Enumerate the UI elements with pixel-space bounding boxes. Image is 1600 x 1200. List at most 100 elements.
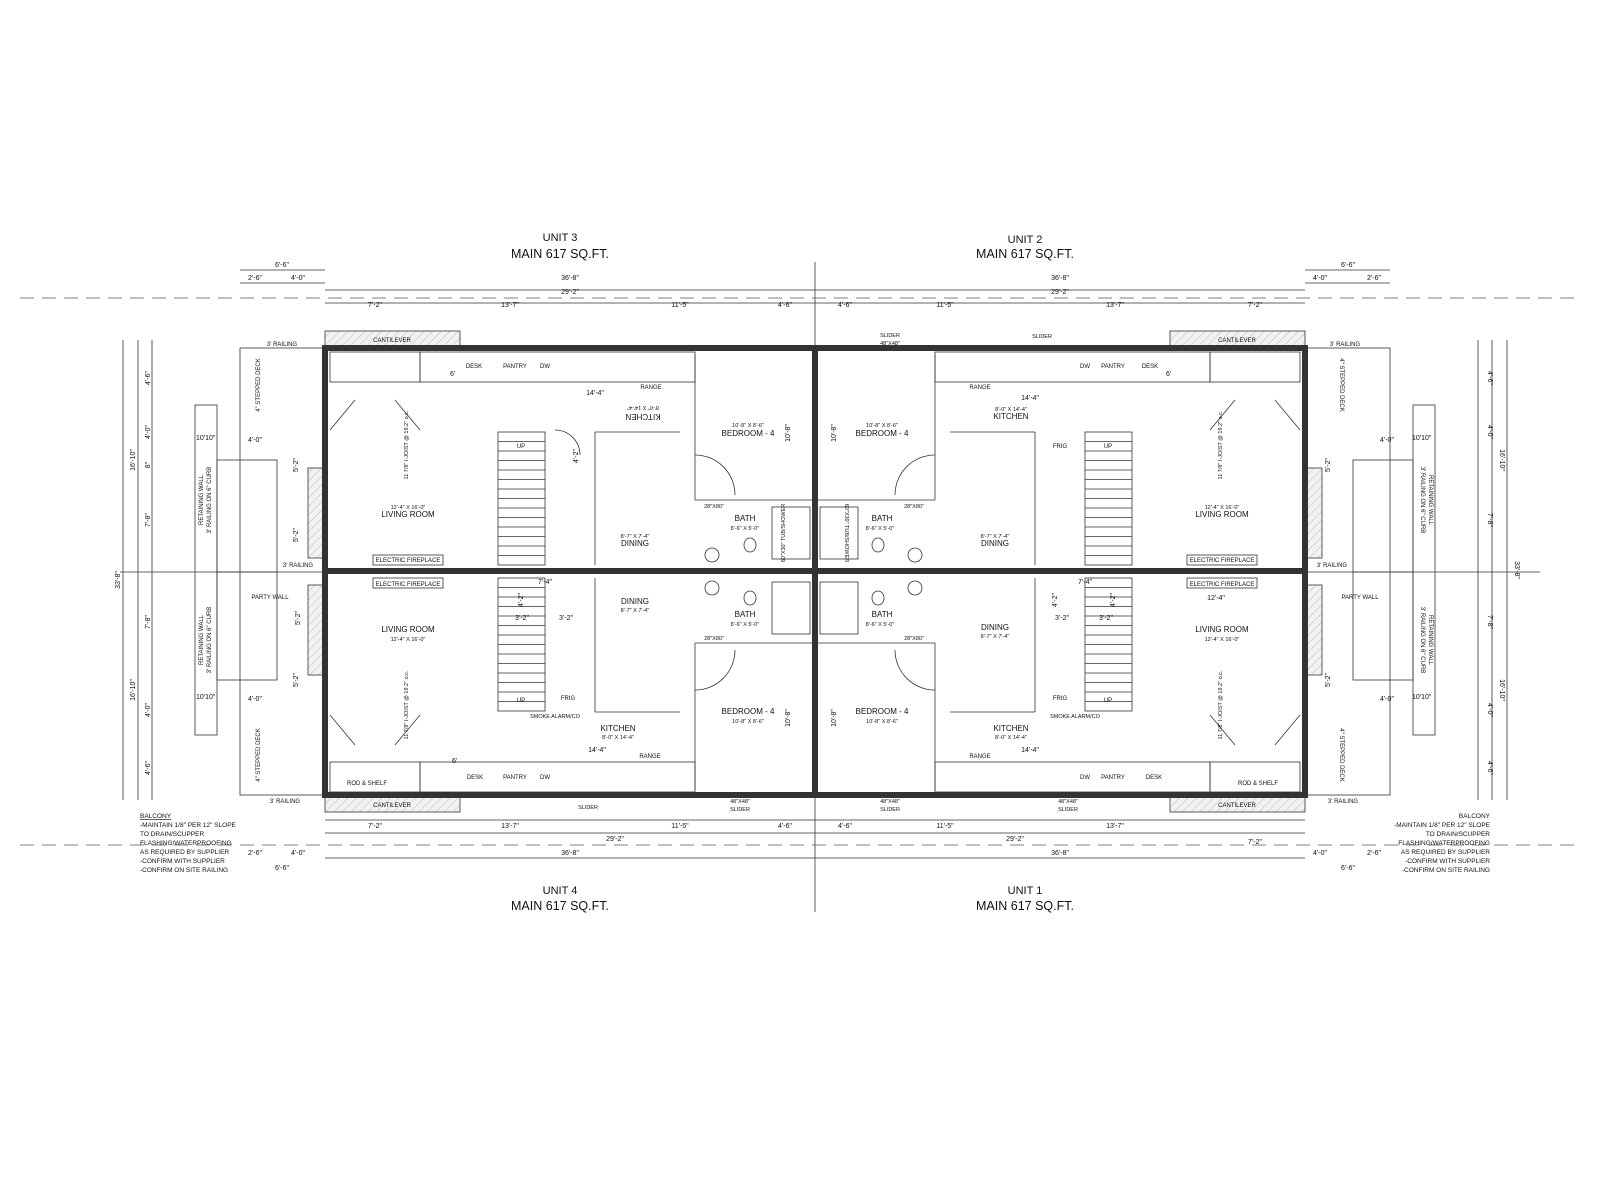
range-label: RANGE (640, 385, 661, 391)
dim: 4'-6" (1486, 761, 1493, 775)
range-label: RANGE (639, 754, 660, 760)
dim: 7'-2" (368, 302, 382, 309)
dim: 6'-6" (275, 865, 289, 872)
cantilever-label: CANTILEVER (373, 338, 411, 344)
dim: 36'-8" (561, 850, 579, 857)
electric-fireplace-label: ELECTRIC FIREPLACE (1190, 582, 1255, 588)
electric-fireplace-label: ELECTRIC FIREPLACE (376, 582, 441, 588)
cantilever-label: CANTILEVER (373, 803, 411, 809)
stepped-deck-label: 4" STEPPED DECK (256, 728, 262, 781)
bath-label: BATH (735, 514, 756, 523)
dim-inner: 29'-2" (561, 289, 579, 296)
dim: 3'-2" (1055, 615, 1069, 622)
frig-label: FRIG (1053, 444, 1068, 450)
balcony-note-line: AS REQUIRED BY SUPPLIER (1401, 849, 1490, 856)
desk-label: DESK (1146, 775, 1162, 781)
living-room-label: LIVING ROOM (381, 510, 435, 519)
dim: 3'-2" (559, 615, 573, 622)
dim: 4'-2" (573, 449, 580, 463)
bedroom-label: BEDROOM - 4 (722, 707, 775, 716)
kitchen-size: 8'-0" X 14'-4" (995, 735, 1027, 741)
slider-label: SLIDER (578, 805, 598, 811)
dim-overall: 36'-8" (561, 275, 579, 282)
dim: 13'-7" (1106, 823, 1124, 830)
bath-label: BATH (872, 514, 893, 523)
bath-label: BATH (735, 610, 756, 619)
dim: 10'-8" (831, 424, 838, 442)
dim: 6' (450, 371, 455, 378)
dim: 10'-8" (831, 709, 838, 727)
slider-label: SLIDER (1058, 807, 1078, 813)
smoke-alarm-label: SMOKE ALARM/CO (1050, 714, 1101, 720)
dining-label: DINING (621, 597, 649, 606)
unit3-area: MAIN 617 SQ.FT. (511, 247, 609, 261)
balcony-note-line: -MAINTAIN 1/8" PER 12" SLOPE (140, 822, 237, 829)
dining-size: 8'-7" X 7'-4" (621, 608, 650, 614)
dw-label: DW (1080, 775, 1090, 781)
joist-note: 11 7/8" I-JOIST @ 19.2" o.c. (404, 410, 410, 479)
dim: 2'-6" (1367, 275, 1381, 282)
dim: 5'-2" (293, 458, 300, 472)
joist-note: 11 7/8" I-JOIST @ 19.2" o.c. (1218, 670, 1224, 739)
smoke-alarm-label: SMOKE ALARM/CO (530, 714, 581, 720)
dim: 14'-4" (588, 747, 606, 754)
dim: 10'-8" (785, 424, 792, 442)
balcony-note-line: -CONFIRM WITH SUPPLIER (140, 858, 225, 865)
dim: 11'-5" (936, 823, 954, 830)
pantry-label: PANTRY (1101, 364, 1125, 370)
range-label: RANGE (969, 754, 990, 760)
dim: 16'-10" (1498, 679, 1505, 701)
dim: 10'10" (1412, 694, 1432, 701)
dim: 6' (452, 758, 457, 765)
dim: 14'-4" (586, 390, 604, 397)
bedroom-size: 10'-8" X 8'-6" (866, 719, 898, 725)
dining-size: 8'-7" X 7'-4" (981, 634, 1010, 640)
dim: 11'-5" (671, 302, 689, 309)
bedroom-size: 10'-8" X 8'-6" (866, 423, 898, 429)
unit2-name: UNIT 2 (1008, 234, 1043, 246)
doors (329, 399, 1301, 746)
dim: 4'-2" (518, 593, 525, 607)
dim: 4'-0" (1486, 703, 1493, 717)
bedroom-size: 10'-8" X 8'-6" (732, 423, 764, 429)
tub-label: 60"X30" TUB/SHOWER (843, 504, 849, 563)
railing-label: 3' RAILING (283, 563, 313, 569)
railing-curb-label: 3' RAILING ON 6" CURB (207, 607, 213, 674)
fireplaces: ELECTRIC FIREPLACE ELECTRIC FIREPLACE EL… (372, 554, 1258, 602)
balcony-note-title: BALCONY (1459, 813, 1491, 820)
slider-label: SLIDER (880, 333, 900, 339)
dim: 14'-4" (1021, 747, 1039, 754)
bottom-dimensions: 7'-2" 13'-7" 11'-5" 4'-6" 4'-6" 11'-5" 1… (248, 819, 1381, 872)
kitchen-label: KITCHEN (993, 724, 1028, 733)
dim: 12'-4" (1207, 595, 1225, 602)
up-label: UP (1104, 698, 1112, 704)
dim: 4'-6" (838, 823, 852, 830)
dim: 6'-6" (275, 262, 289, 269)
bedroom-label: BEDROOM - 4 (722, 429, 775, 438)
living-room-label: LIVING ROOM (1195, 625, 1249, 634)
rod-shelf-label: ROD & SHELF (1238, 781, 1278, 787)
railing-curb-label: 3' RAILING ON 6" CURB (207, 467, 213, 534)
retaining-wall-label: RETAINING WALL (199, 474, 205, 525)
living-room-label: LIVING ROOM (381, 625, 435, 634)
right-deck: 3' RAILING ON 6" CURB RETAINING WALL 3' … (1304, 342, 1436, 805)
slider-label: SLIDER (730, 807, 750, 813)
dim: 4'-6" (778, 302, 792, 309)
dim: 4'-0" (1486, 425, 1493, 439)
railing-label: 3' RAILING (1330, 342, 1360, 348)
kitchen-size: 8'-0" X 14'-4" (627, 404, 659, 410)
retaining-wall-label: RETAINING WALL (199, 614, 205, 665)
living-room-size: 12'-4" X 16'-0" (1205, 505, 1240, 511)
frig-label: FRIG (561, 696, 576, 702)
dim: 5'-2" (1325, 458, 1332, 472)
balcony-note-line: FLASHING/WATERPROOFING (1398, 840, 1490, 847)
party-wall-label: PARTY WALL (1341, 595, 1379, 601)
bath-size: 8'-6" X 5'-0" (866, 622, 895, 628)
dim: 29'-2" (606, 836, 624, 843)
living-room-label: LIVING ROOM (1195, 510, 1249, 519)
railing-label: 3' RAILING (1317, 563, 1347, 569)
balcony-note-right: BALCONY -MAINTAIN 1/8" PER 12" SLOPE TO … (1394, 813, 1491, 874)
unit3-name: UNIT 3 (543, 232, 578, 244)
dim: 3'-2" (1099, 615, 1113, 622)
dim: 4'-0" (291, 850, 305, 857)
